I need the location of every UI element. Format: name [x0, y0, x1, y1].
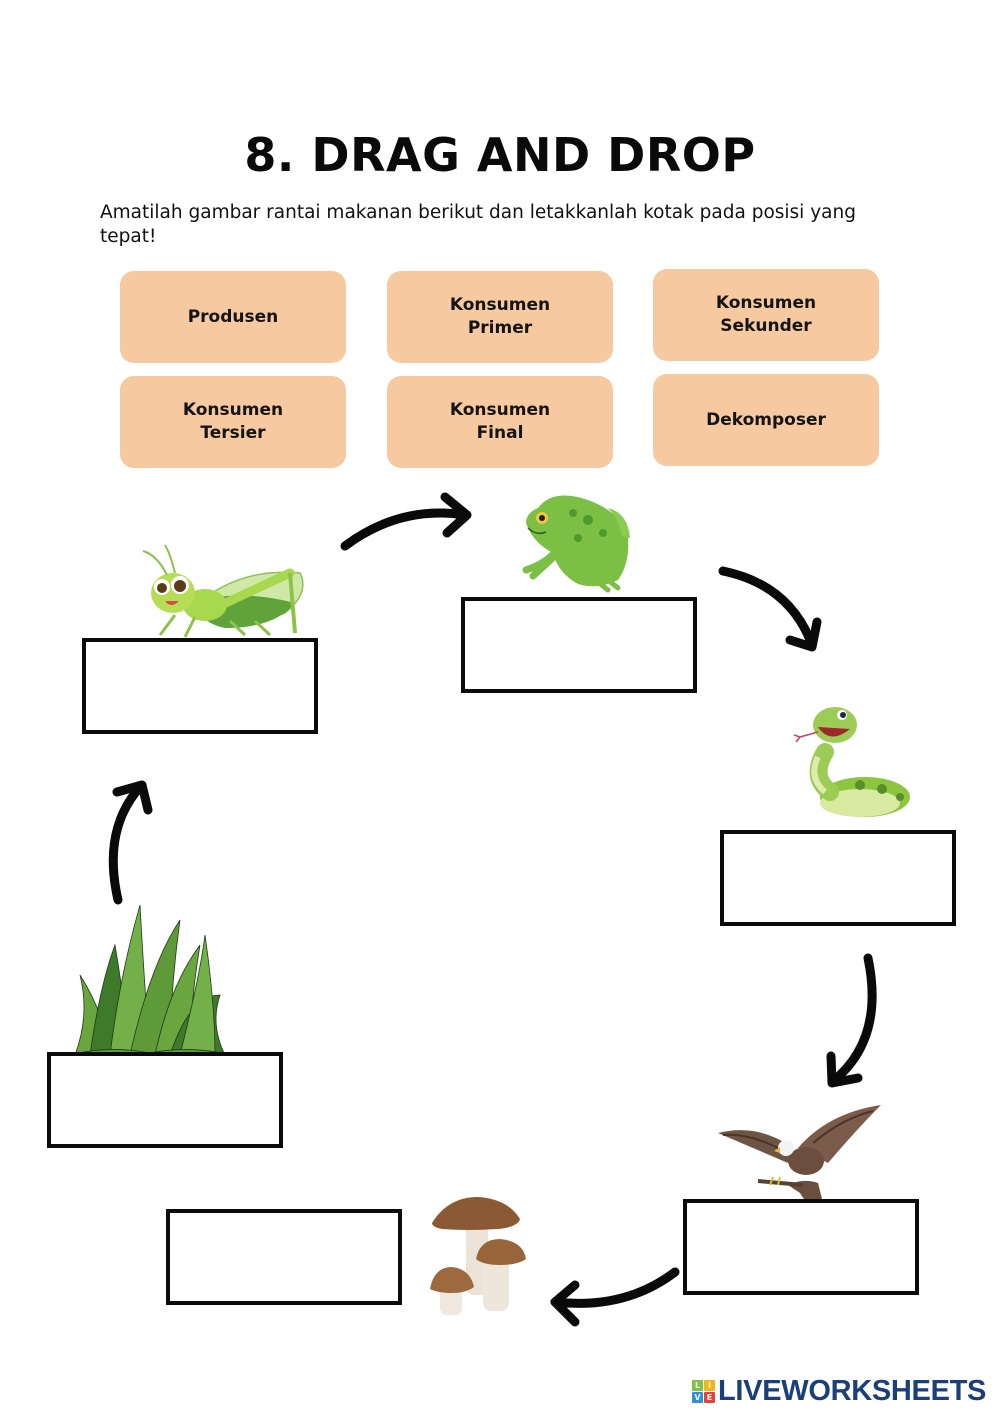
drop-zone-snake[interactable] — [720, 830, 956, 926]
arrow-head — [550, 1280, 580, 1327]
grasshopper-icon — [142, 544, 304, 638]
arrow-eagle-to-mushroom — [550, 1267, 680, 1308]
option-konsumen-final[interactable]: Konsumen Final — [387, 376, 613, 468]
arrow-head — [440, 492, 472, 538]
logo-letter: I — [704, 1380, 715, 1391]
logo-letter: E — [704, 1392, 715, 1403]
arrow-grass-to-grasshopper — [108, 782, 145, 905]
option-konsumen-tersier[interactable]: Konsumen Tersier — [120, 376, 346, 468]
eagle-icon — [718, 1105, 881, 1205]
option-dekomposer[interactable]: Dekomposer — [653, 374, 879, 466]
option-konsumen-primer[interactable]: Konsumen Primer — [387, 271, 613, 363]
logo-mark-icon: L I V E — [692, 1380, 715, 1403]
arrow-snake-to-eagle — [827, 953, 877, 1087]
drop-zone-frog[interactable] — [461, 597, 697, 693]
worksheet-title: 8. DRAG AND DROP — [244, 128, 756, 182]
drop-zone-grasshopper[interactable] — [82, 638, 318, 734]
brand-name: LIVEWORKSHEETS — [718, 1375, 987, 1407]
arrow-head — [826, 1051, 863, 1088]
option-produsen[interactable]: Produsen — [120, 271, 346, 363]
logo-letter: L — [692, 1380, 703, 1391]
snake-icon — [793, 707, 910, 817]
instructions-text: Amatilah gambar rantai makanan berikut d… — [100, 202, 856, 247]
drop-zone-grass[interactable] — [47, 1052, 283, 1148]
arrow-head — [785, 617, 822, 652]
logo-letter: V — [692, 1392, 703, 1403]
liveworksheets-logo: L I V E LIVEWORKSHEETS — [692, 1375, 986, 1408]
option-konsumen-sekunder[interactable]: Konsumen Sekunder — [653, 269, 879, 361]
drop-zone-mushroom[interactable] — [166, 1209, 402, 1305]
arrow-head — [112, 780, 153, 815]
grass-icon — [70, 905, 230, 1055]
drop-zone-eagle[interactable] — [683, 1199, 919, 1295]
mushroom-icon — [430, 1197, 526, 1315]
arrow-grasshopper-to-frog — [340, 508, 470, 551]
arrow-frog-to-snake — [718, 566, 817, 650]
frog-icon — [522, 495, 630, 593]
